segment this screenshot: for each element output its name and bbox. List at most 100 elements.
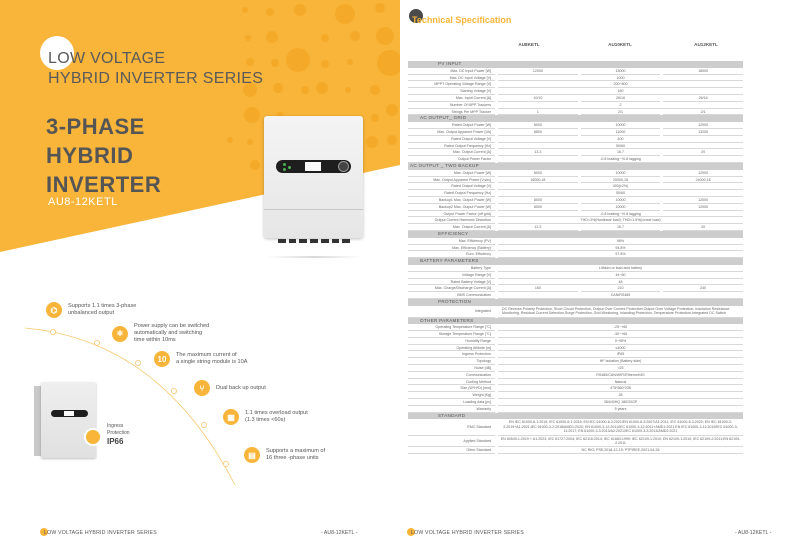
spec-label: Max. Output Apparent Power [VA]: [408, 129, 495, 136]
spec-label: Rated Battery Voltage [V]: [408, 279, 495, 286]
spec-title: Technical Specification: [412, 15, 512, 25]
spec-label: Max. Output Current [A]: [408, 224, 495, 231]
series-accent-dot: [40, 36, 74, 70]
spec-value: 8000: [498, 197, 578, 204]
inverter-control-panel: [276, 160, 351, 173]
spec-value: 10000: [580, 197, 661, 204]
spec-label: Rated Output Voltage [V]: [408, 183, 495, 191]
spec-value: 180: [498, 88, 743, 95]
spec-value: ≤4000: [498, 345, 743, 352]
spec-value: 2: [498, 102, 743, 109]
spec-value: 15000: [580, 68, 661, 75]
series-title-line2: HYBRID INVERTER SERIES: [48, 70, 264, 87]
spec-label: Number Of MPP Trackers: [408, 102, 495, 109]
spec-label: Communication: [408, 372, 495, 379]
hero-background: [0, 0, 400, 252]
spec-label: Applied Standard: [408, 436, 495, 448]
spec-row: Weight [Kg]28: [408, 392, 743, 400]
spec-value: 97.8%: [498, 251, 743, 259]
spec-value: 2/1: [580, 109, 661, 116]
spec-label: Ingress Protection: [408, 351, 495, 359]
spec-value: 18000: [663, 68, 744, 75]
spec-value: 160: [498, 285, 578, 293]
spec-value: 10000: [580, 204, 661, 211]
spec-value: 28: [498, 392, 743, 400]
spec-label: Backup2 Max. Output Power [W]: [408, 204, 495, 211]
spec-label: Max. Output Apparent Power [V,sec]: [408, 177, 495, 184]
spec-value: 20: [663, 149, 744, 157]
spec-value: Lithium or lead acid battery: [498, 265, 743, 272]
spec-value: 8000: [498, 204, 578, 211]
spec-label: Max. Input Current [A]: [408, 95, 495, 102]
spec-value: EN IEC 61000-6-1:2019; IEC 61000-6-1:201…: [498, 419, 743, 436]
left-page: LOW VOLTAGE HYBRID INVERTER SERIES 3-PHA…: [0, 0, 400, 552]
spec-row: Voltage Range [V]44~60: [408, 272, 743, 279]
spec-label: Euro. Efficiency: [408, 251, 495, 259]
spec-label: Storage Temperature Range [°C]: [408, 331, 495, 338]
spec-value: IP65: [498, 351, 743, 359]
spec-row: Rated Output Frequency [Hz]50/60: [408, 143, 743, 150]
spec-row: MPPT Operating Voltage Range [V]200~800: [408, 81, 743, 89]
spec-label: BMS Communication: [408, 292, 495, 299]
spec-value: 5 years: [498, 406, 743, 413]
title-accent-dot: [409, 9, 423, 23]
spec-value: NC RfG; PSE,2018-12-15; PTPIREE,2021-04-…: [498, 447, 743, 455]
spec-row: Max. Efficiency (Battery)94.8%: [408, 245, 743, 252]
ingress-protection-icon: [84, 428, 102, 446]
spec-row: Operating Altitude [m]≤4000: [408, 345, 743, 352]
spec-label: Voltage Range [V]: [408, 272, 495, 279]
spec-value: 400: [498, 136, 743, 143]
spec-label: Other Standard: [408, 447, 495, 455]
spec-value: 26/16: [663, 95, 744, 102]
spec-label: Cooling Method: [408, 379, 495, 386]
spec-value: 384/40HQ 180/20GP: [498, 399, 743, 406]
spec-value: 12000: [663, 197, 744, 204]
spec-label: Topology: [408, 358, 495, 366]
spec-label: Max. Output Current [A]: [408, 149, 495, 157]
spec-label: Rated Output Frequency [Hz]: [408, 143, 495, 150]
spec-value: 210: [580, 285, 661, 293]
column-header-au10: AU10KETL: [608, 42, 632, 47]
footer-dot: [407, 528, 415, 536]
footer-model: - AU8-12KETL -: [321, 530, 358, 536]
spec-value: 8800: [498, 129, 578, 136]
spec-row: Max. Efficiency (PV)98%: [408, 238, 743, 245]
spec-value: 8000: [498, 122, 578, 129]
spec-label: Output Current Harmonic Distortion: [408, 217, 495, 225]
spec-label: Rated Output Power [W]: [408, 122, 495, 129]
spec-value: THD<3%(Nonlinear load); THD<1.5%(Linear …: [498, 217, 743, 225]
spec-value: 2/1: [663, 109, 744, 116]
spec-value: Natural: [498, 379, 743, 386]
footer-dot: [40, 528, 48, 536]
spec-value: 13.3: [498, 149, 578, 157]
footer-series: LOW VOLTAGE HYBRID INVERTER SERIES: [411, 530, 524, 536]
spec-label: Noise [dB]: [408, 365, 495, 372]
spec-value: 12000: [663, 204, 744, 211]
max-current-icon: 10: [154, 351, 170, 367]
spec-row: Max. DC Input Voltage [V]1000: [408, 75, 743, 82]
spec-value: HF Isolation (Battery side): [498, 358, 743, 366]
spec-value: 0~95%: [498, 338, 743, 345]
hero-banner: LOW VOLTAGE HYBRID INVERTER SERIES 3-PHA…: [0, 0, 400, 260]
spec-label: Battery Type: [408, 265, 495, 272]
spec-value: 20: [663, 224, 744, 231]
